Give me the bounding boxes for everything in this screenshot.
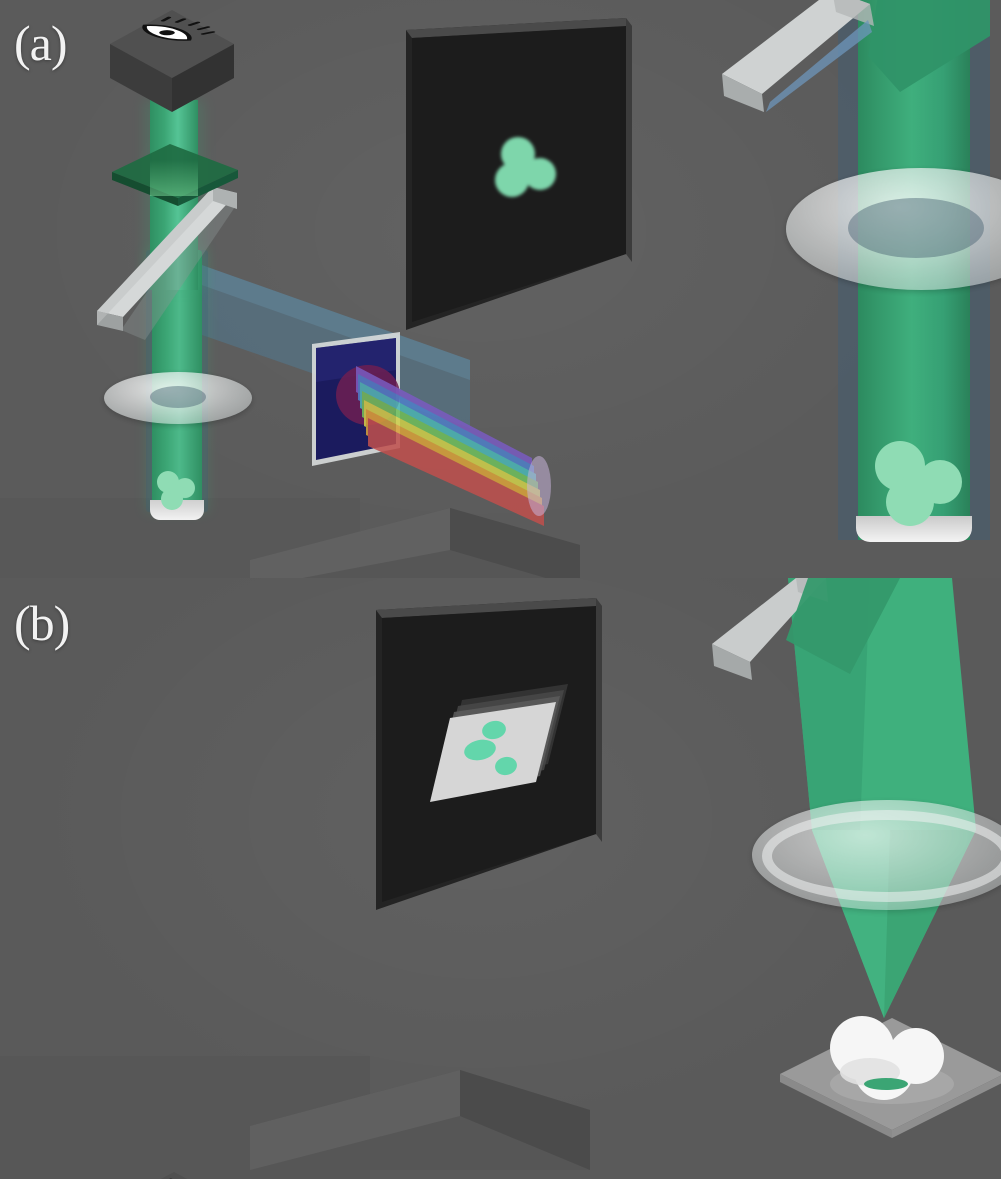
bench-block-b — [250, 1070, 590, 1170]
panel-b-label: (b) — [14, 595, 70, 651]
dichroic-mirror-a-zoom — [722, 0, 874, 112]
sample-trilobe-a — [157, 471, 195, 510]
dichroic-mirror-a — [97, 187, 237, 331]
detector-cube-a — [110, 10, 234, 112]
panel-b: (b) — [0, 578, 1001, 1179]
objective-lens-a-zoom — [786, 168, 1001, 290]
objective-lens-aperture-a — [150, 386, 206, 408]
eye-icon-a — [142, 16, 216, 41]
display-zstack-b — [430, 684, 568, 802]
panel-a-label: (a) — [14, 15, 67, 71]
detector-cube-b — [160, 1172, 188, 1179]
panel-a: (a) — [0, 0, 1001, 578]
beam-flare-b-zoom — [786, 578, 900, 674]
objective-lens-a — [104, 372, 252, 424]
dichroic-face-a — [121, 196, 237, 340]
spectrum-beam-a — [356, 366, 551, 526]
objective-lens-aperture-a-zoom — [848, 198, 984, 258]
sample-trilobe-b-zoom — [830, 1016, 944, 1100]
bench-block-a — [250, 508, 580, 578]
sample-trilobe-a-zoom — [875, 441, 962, 526]
filter-transmission-a — [150, 160, 198, 196]
beam-flare-a-zoom — [868, 0, 990, 92]
display-sample-a — [495, 137, 556, 197]
objective-lens-ring-b-zoom — [762, 810, 1001, 902]
